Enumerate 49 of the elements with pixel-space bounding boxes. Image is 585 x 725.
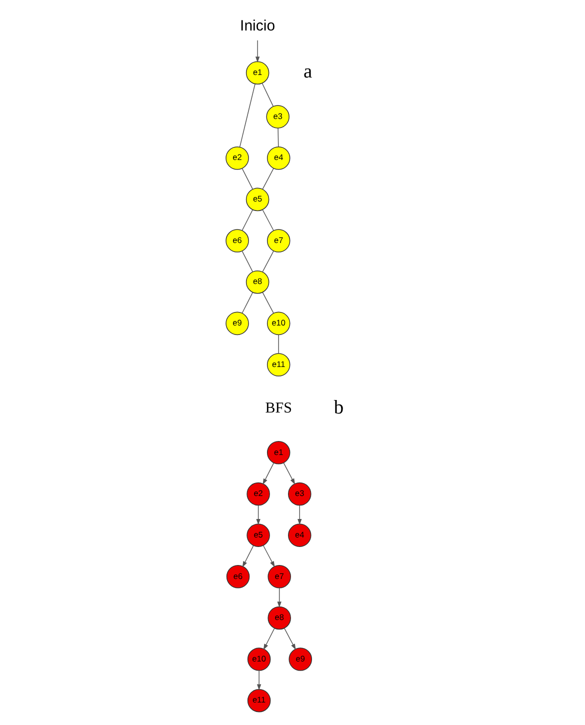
node-circle: e6 bbox=[226, 229, 249, 252]
connector bbox=[262, 209, 274, 231]
label: a bbox=[304, 62, 312, 83]
arrow bbox=[262, 462, 274, 485]
label: b bbox=[334, 397, 344, 418]
connector bbox=[278, 128, 279, 148]
connector bbox=[242, 209, 254, 231]
connector bbox=[262, 82, 274, 107]
connector bbox=[262, 168, 274, 190]
node-circle: e2 bbox=[246, 482, 270, 506]
connector bbox=[242, 292, 254, 314]
node-circle: e7 bbox=[266, 229, 290, 252]
arrow bbox=[256, 505, 260, 525]
node-circle: e8 bbox=[268, 606, 291, 630]
arrow bbox=[298, 505, 302, 525]
node-circle: e5 bbox=[246, 188, 270, 212]
node-text: Inicio bbox=[240, 17, 276, 34]
connector bbox=[242, 250, 254, 272]
connector bbox=[262, 292, 274, 314]
arrow bbox=[242, 545, 254, 568]
label: BFS bbox=[265, 400, 292, 416]
arrow bbox=[283, 462, 296, 485]
node-circle: e10 bbox=[247, 648, 271, 671]
node-circle: e2 bbox=[226, 146, 249, 170]
arrow bbox=[262, 545, 275, 568]
node-circle: e1 bbox=[266, 441, 290, 464]
arrow bbox=[255, 40, 260, 63]
node-circle: e4 bbox=[288, 524, 312, 547]
arrow bbox=[284, 628, 296, 650]
node-circle: e3 bbox=[288, 482, 312, 506]
node-circle: e1 bbox=[246, 61, 270, 84]
connector bbox=[239, 84, 256, 148]
node-circle: e7 bbox=[268, 565, 291, 588]
arrow bbox=[256, 670, 262, 690]
connector bbox=[242, 168, 254, 190]
node-circle: e4 bbox=[266, 146, 290, 170]
node-circle: e6 bbox=[226, 565, 250, 588]
connector bbox=[278, 334, 279, 354]
node-circle: e9 bbox=[226, 312, 249, 336]
arrow bbox=[277, 588, 282, 608]
node-circle: e8 bbox=[246, 270, 270, 294]
connector bbox=[262, 250, 274, 272]
node-circle: e11 bbox=[247, 688, 271, 712]
node-circle: e10 bbox=[266, 312, 290, 336]
arrow bbox=[263, 628, 275, 650]
node-circle: e9 bbox=[288, 648, 312, 671]
node-circle: e5 bbox=[246, 524, 270, 547]
node-circle: e11 bbox=[266, 353, 290, 376]
node-circle: e3 bbox=[266, 105, 290, 128]
